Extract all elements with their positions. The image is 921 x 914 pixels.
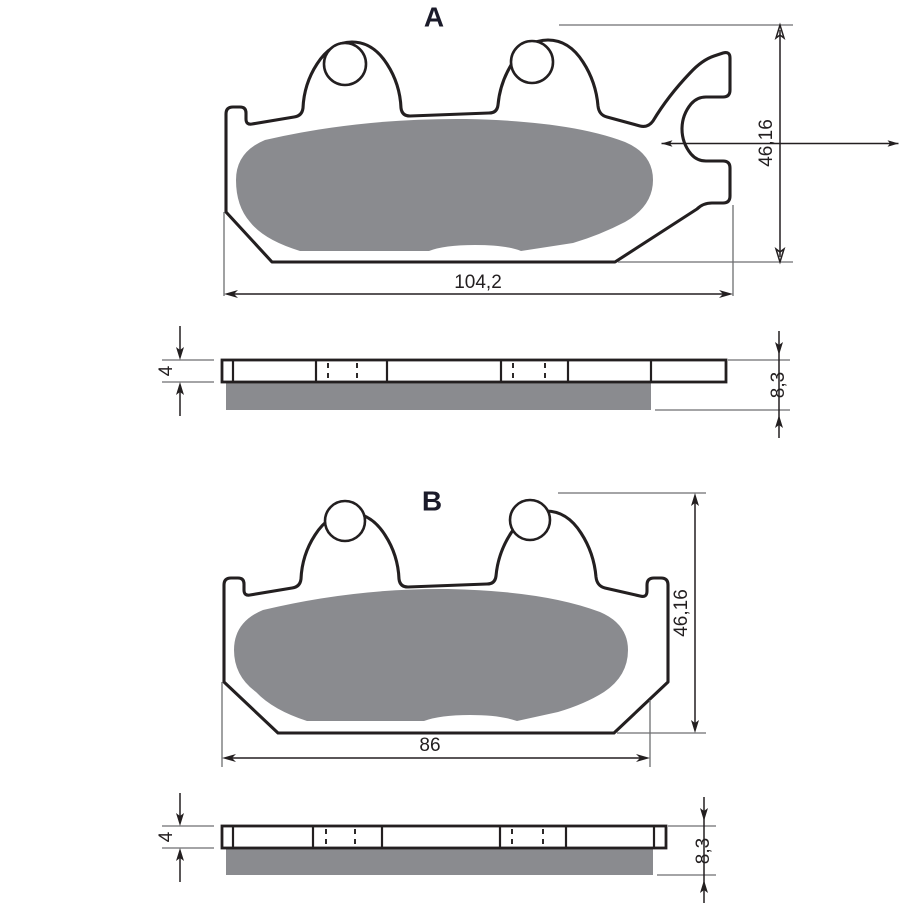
pad-a-thickness-arrow-bottom (176, 382, 184, 395)
pad-a-side-friction (226, 381, 651, 410)
pad-b-total-arrow-bottom (700, 880, 708, 893)
pad-a-side-backing-plate (220, 358, 728, 384)
pad-a-face-view: A 46,16 104,2 (223, 1, 899, 298)
pad-a-height-arrow-top (774, 22, 786, 40)
pad-a-length-value: 104,2 (454, 272, 502, 293)
pad-b-length-arrow-left (222, 754, 236, 762)
pad-a-total-arrow-bottom (775, 415, 783, 428)
pad-a-label: A (424, 1, 444, 32)
pad-a-mounting-hole-left (322, 41, 368, 87)
pad-b-height-arrow-top (691, 493, 699, 506)
pad-b-friction-material (234, 588, 628, 721)
pad-b-side-backing-plate (220, 824, 668, 850)
pad-a-total-arrow-top (775, 342, 783, 355)
pad-b-thickness-arrow-bottom (176, 848, 184, 861)
pad-b-height-arrow-bottom (691, 720, 699, 733)
pad-a-side-view: 4 8,3 (156, 326, 790, 438)
pad-a-mounting-hole-right (509, 39, 555, 85)
pad-b-thickness-arrow-top (176, 813, 184, 826)
pad-a-friction-material (236, 118, 653, 252)
pad-a-thickness-arrow-top (176, 347, 184, 360)
pad-b-label: B (422, 485, 442, 516)
pad-b-side-view: 4 8,3 (156, 793, 716, 903)
pad-b-side-friction (226, 847, 653, 875)
pad-b-face-view: B 46,16 86 (221, 485, 706, 767)
pad-b-total-thickness-value: 8,3 (693, 838, 714, 864)
pad-b-length-value: 86 (419, 735, 440, 756)
pad-a-backing-thickness-value: 4 (156, 365, 177, 376)
pad-b-backing-thickness-value: 4 (156, 831, 177, 842)
pad-a-total-thickness-value: 8,3 (768, 372, 789, 398)
pad-b-total-arrow-top (700, 808, 708, 821)
pad-a-length-arrow-left (224, 290, 238, 298)
pad-b-length-arrow-right (636, 754, 650, 762)
pad-a-length-arrow-right (719, 290, 733, 298)
pad-a-height-value: 46,16 (756, 119, 777, 167)
pad-b-height-value: 46,16 (671, 589, 692, 637)
pad-a-height-arrow-bottom (774, 247, 786, 265)
pad-b-mounting-hole-right (508, 498, 552, 542)
pad-b-mounting-hole-left (323, 499, 367, 543)
